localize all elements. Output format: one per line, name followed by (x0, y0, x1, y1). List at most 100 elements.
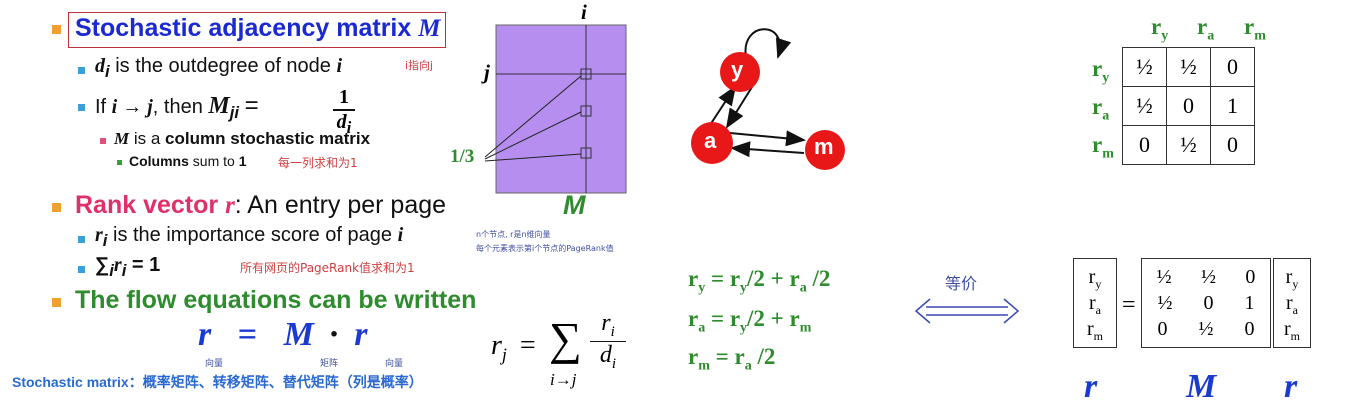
item-column-stochastic: M is a column stochastic matrix (114, 129, 371, 148)
item-sum: ∑iri = 1 (95, 254, 161, 280)
self-loop-arrow (744, 28, 792, 59)
table-row-header-a: ra (1092, 94, 1110, 124)
table-cell: ½ (1122, 86, 1167, 126)
equiv-arrow (914, 298, 1020, 324)
item-outdegree: di is the outdegree of node i (95, 55, 343, 81)
note-sum: 所有网页的PageRank值求和为1 (240, 261, 415, 275)
flow-equation-y: ry = ry/2 + ra /2 (688, 266, 831, 296)
entry-box-3 (580, 147, 592, 159)
fraction-1-over-di: 1 di (333, 86, 355, 138)
graph-diagram (691, 28, 845, 170)
table-cell: 0 (1210, 47, 1255, 87)
table-cell: ½ (1122, 47, 1167, 87)
equation-r-eq-Mr: r = M · r (198, 316, 368, 353)
matrix-label-j: j (484, 60, 490, 84)
edge-y-to-a (725, 86, 753, 129)
rhs-entry: ry (1285, 266, 1299, 291)
node-a-circle (691, 122, 733, 164)
label-one-third: 1/3 (450, 146, 475, 167)
table-row-header-y: ry (1092, 56, 1110, 86)
lhs-entry: ry (1088, 266, 1102, 291)
bullet (78, 67, 85, 74)
label-r-right: r (1284, 368, 1298, 405)
table-cell: 0 (1166, 86, 1211, 126)
bullet (78, 266, 85, 273)
pointer-1 (484, 75, 582, 158)
entry-box-2 (580, 105, 592, 117)
table-row-header-m: rm (1092, 132, 1114, 162)
heading-stochastic-box (68, 12, 446, 48)
matrix-equals: = (1122, 292, 1136, 318)
edge-m-to-a (730, 141, 805, 158)
table-col-header-a: ra (1197, 14, 1215, 44)
equiv-label: 等价 (945, 274, 978, 293)
bullet (52, 298, 61, 307)
table-cell: ½ (1166, 47, 1211, 87)
formula-sum-sign: ∑ (549, 313, 582, 364)
matrix-label-i: i (581, 0, 587, 24)
table-cell: 0 (1122, 125, 1167, 165)
note-columns-sum: 每一列求和为1 (278, 156, 358, 170)
table-row: 0 ½ 0 (1122, 125, 1255, 165)
bullet (117, 160, 122, 165)
bullet (78, 104, 85, 111)
lhs-vector: ry ra rm (1073, 258, 1117, 348)
node-y-label: y (731, 57, 744, 82)
node-y-circle (720, 52, 760, 92)
label-M: M (1186, 368, 1217, 405)
equiv-head-left (914, 298, 931, 324)
column-matrix-diagram (484, 24, 627, 194)
note-n-nodes: n个节点, r是n维向量 (476, 230, 551, 239)
edge-a-to-m (729, 130, 806, 147)
table-cell: 0 (1210, 125, 1255, 165)
entry-box-1 (580, 68, 592, 80)
rhs-entry: rm (1283, 318, 1300, 343)
heading-rank-vector: Rank vector r: An entry per page (75, 191, 447, 219)
bullet (52, 203, 61, 212)
bullet (52, 25, 61, 34)
transition-table: ½ ½ 0 ½ 0 1 0 ½ 0 (1122, 47, 1255, 165)
item-importance: ri is the importance score of page i (95, 224, 404, 250)
node-m-label: m (814, 134, 834, 159)
note-pagerank-each: 每个元素表示第i个节点的PageRank值 (476, 244, 614, 253)
bullet (100, 138, 106, 144)
formula-sum-sub: i→j (550, 370, 577, 389)
edge-a-to-y (709, 85, 737, 126)
item-if-then: If i → j, then Mji = (95, 92, 259, 122)
flow-equation-a: ra = ry/2 + rm (688, 306, 812, 336)
note-vector-2: 向量 (385, 359, 404, 369)
flow-equation-m: rm = ra /2 (688, 344, 776, 374)
equiv-head-right (1003, 298, 1020, 324)
matrix-label-M: M (563, 190, 586, 220)
note-matrix: 矩阵 (320, 359, 339, 369)
note-vector-1: 向量 (205, 359, 224, 369)
item-columns-sum: Columns sum to 1 (129, 153, 247, 169)
bullet (78, 236, 85, 243)
pointer-3 (484, 153, 582, 162)
heading-stochastic: Stochastic adjacency matrix M (75, 14, 441, 42)
matrix-fill (495, 24, 627, 194)
lhs-entry: ra (1089, 292, 1101, 317)
heading-flow-equations: The flow equations can be written (75, 286, 477, 314)
footer-note: Stochastic matrix：概率矩阵、转移矩阵、替代矩阵（列是概率） (12, 374, 423, 390)
lhs-entry: rm (1086, 318, 1103, 343)
rhs-vector: ry ra rm (1273, 258, 1311, 348)
formula-fraction: ri di (590, 310, 626, 373)
table-cell: ½ (1166, 125, 1211, 165)
table-row: ½ 0 1 (1122, 86, 1255, 126)
note-i-to-j: i指向j (405, 59, 434, 72)
table-col-header-y: ry (1151, 14, 1169, 44)
formula-rj-lhs: rj = (491, 330, 536, 365)
pointer-2 (484, 111, 582, 160)
rhs-entry: ra (1286, 292, 1298, 317)
node-a-label: a (704, 128, 717, 153)
label-r-left: r (1084, 368, 1098, 405)
table-row: ½ ½ 0 (1122, 47, 1255, 87)
node-m-circle (805, 130, 845, 170)
table-cell: 1 (1210, 86, 1255, 126)
table-col-header-m: rm (1244, 14, 1266, 44)
